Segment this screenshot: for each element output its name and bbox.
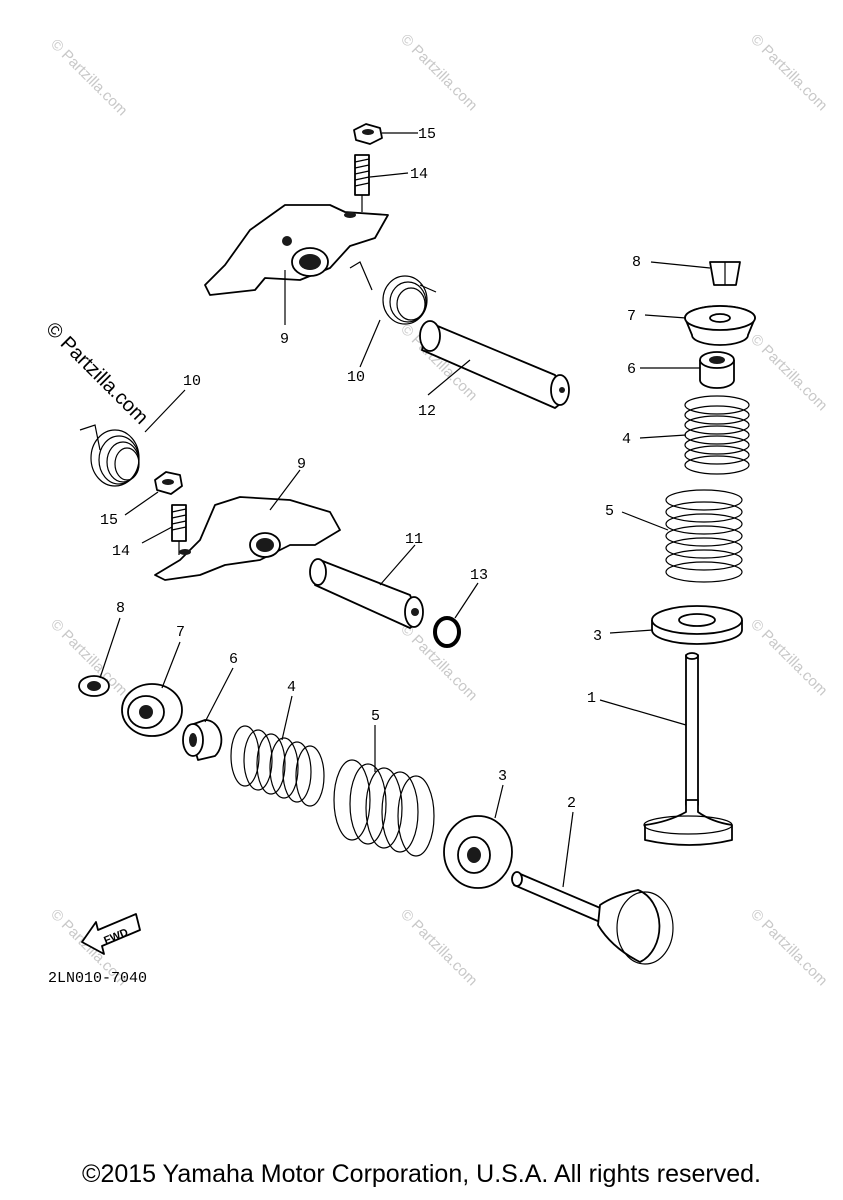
label-adjuster-mid: 14: [112, 543, 130, 560]
label-shaft-upper: 12: [418, 403, 436, 420]
copyright-notice: ©2015 Yamaha Motor Corporation, U.S.A. A…: [82, 1160, 761, 1188]
label-valve-intake: 1: [587, 690, 596, 707]
rocker-arm-mid: [154, 496, 341, 581]
rocker-arm-top: [204, 204, 389, 296]
label-retainer-lower: 7: [176, 624, 185, 641]
label-nut-mid: 15: [100, 512, 118, 529]
watermark: © Partzilla.com: [747, 31, 830, 114]
label-rocker-arm-top: 9: [280, 331, 289, 348]
label-inner-spring-lower: 4: [287, 679, 296, 696]
inner-spring-right: [684, 395, 750, 475]
cotter-right: [709, 261, 741, 286]
label-o-ring: 13: [470, 567, 488, 584]
valve-exhaust: [511, 871, 674, 965]
adjuster-mid: [171, 504, 187, 555]
label-shaft-lower: 11: [405, 531, 423, 548]
rocker-shaft-upper: [419, 320, 570, 409]
rocker-spring-left: [79, 424, 140, 487]
retainer-lower: [121, 683, 183, 737]
label-outer-spring-right: 5: [605, 503, 614, 520]
inner-spring-lower: [230, 725, 325, 807]
watermark: © Partzilla.com: [747, 616, 830, 699]
retainer-right: [684, 305, 756, 346]
label-inner-spring-right: 4: [622, 431, 631, 448]
valve-intake: [643, 652, 733, 846]
nut-mid: [154, 471, 183, 495]
label-rocker-spring-top: 10: [347, 369, 365, 386]
label-rocker-arm-mid: 9: [297, 456, 306, 473]
leader-lines: [99, 132, 711, 888]
seat-lower: [443, 815, 513, 889]
adjuster-top: [354, 154, 370, 212]
seat-right: [651, 605, 743, 645]
label-adjuster-top: 14: [410, 166, 428, 183]
label-outer-spring-lower: 5: [371, 708, 380, 725]
watermark: © Partzilla.com: [397, 906, 480, 989]
label-valve-exhaust: 2: [567, 795, 576, 812]
label-cotter-lower: 8: [116, 600, 125, 617]
part-labels: 15 14 9 10 12 10 15 14 9 11 13 8 7 6 4 5…: [100, 126, 641, 812]
diagram-code: 2LN010-7040: [48, 970, 147, 987]
label-cotter-right: 8: [632, 254, 641, 271]
label-retainer-right: 7: [627, 308, 636, 325]
watermark: © Partzilla.com: [747, 331, 830, 414]
watermark: © Partzilla.com: [47, 36, 130, 119]
label-seat-right: 3: [593, 628, 602, 645]
watermark: © Partzilla.com: [747, 906, 830, 989]
rocker-spring-top: [349, 261, 437, 325]
seal-right: [699, 351, 735, 389]
label-seal-lower: 6: [229, 651, 238, 668]
nut-top: [353, 123, 383, 145]
label-nut-top: 15: [418, 126, 436, 143]
watermark-prominent: © Partzilla.com: [41, 318, 152, 429]
watermark: © Partzilla.com: [397, 621, 480, 704]
watermark: © Partzilla.com: [397, 31, 480, 114]
outer-spring-lower: [333, 759, 435, 857]
label-seat-lower: 3: [498, 768, 507, 785]
rocker-shaft-lower: [309, 558, 424, 629]
seal-lower: [182, 719, 223, 761]
o-ring: [433, 616, 461, 648]
label-rocker-spring-left: 10: [183, 373, 201, 390]
label-seal-right: 6: [627, 361, 636, 378]
outer-spring-right: [665, 489, 743, 583]
cotter-lower: [78, 675, 110, 697]
